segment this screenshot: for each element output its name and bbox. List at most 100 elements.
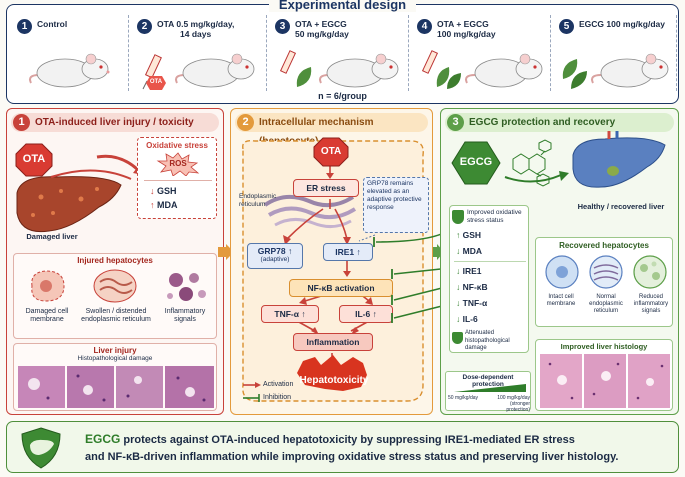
panel-1-title: OTA-induced liver injury / toxicity bbox=[35, 117, 194, 128]
cell-caption-normal-er: Normal endoplasmic reticulum bbox=[589, 294, 623, 314]
marker-il6: ↓ IL-6 bbox=[456, 314, 478, 324]
ros-label: ROS bbox=[169, 159, 187, 168]
legend-activation: Activation bbox=[263, 381, 294, 388]
improved-status-box: Improved oxidative stress status ↑ GSH ↓… bbox=[449, 205, 529, 353]
panel-intracellular-mechanism: 2 Intracellular mechanism (hepatocyte) bbox=[230, 108, 433, 415]
ros-burst-icon bbox=[156, 152, 200, 176]
design-title: Experimental design bbox=[7, 0, 678, 14]
group-2-ota: 2 OTA 0.5 mg/kg/day, 14 days OTA bbox=[131, 15, 267, 91]
grp78-note: GRP78 remains elevated as an adaptive pr… bbox=[363, 177, 429, 233]
tnf-alpha-node: TNF-α ↑ bbox=[261, 305, 319, 323]
damaged-histology-images bbox=[18, 366, 214, 408]
ota-stop-sign-icon bbox=[15, 143, 53, 177]
dose-low-label: 50 mg/kg/day bbox=[448, 395, 479, 401]
ire1-node: IRE1 ↑ bbox=[323, 243, 373, 261]
group-label: EGCG 100 mg/kg/day bbox=[579, 19, 665, 29]
improved-histology-images bbox=[540, 354, 670, 408]
gsh-decrease: ↓ GSH bbox=[150, 186, 177, 196]
intact-cell-icon bbox=[545, 255, 579, 289]
ota-sign-label: OTA bbox=[22, 153, 46, 165]
mda-increase: ↑ MDA bbox=[150, 200, 178, 210]
syringe-leaves-icon bbox=[421, 50, 461, 89]
healthy-liver-caption: Healthy / recovered liver bbox=[577, 202, 665, 211]
conclusion-line-2: and NF-κB-driven inflammation while impr… bbox=[85, 451, 619, 463]
group-3-ota-egcg-50: 3 OTA + EGCG 50 mg/kg/day bbox=[269, 15, 409, 91]
group-label: OTA + EGCG bbox=[295, 19, 347, 29]
panel-2-header: 2 Intracellular mechanism (hepatocyte) bbox=[235, 113, 428, 147]
marker-nfkb: ↓ NF-κB bbox=[456, 282, 488, 292]
improved-histology-box: Improved liver histology bbox=[535, 339, 673, 411]
rat-icon bbox=[175, 53, 255, 88]
panel-liver-injury: 1 OTA-induced liver injury / toxicity OT… bbox=[6, 108, 224, 415]
healthy-liver-icon bbox=[572, 131, 666, 188]
ota-badge-label: OTA bbox=[149, 79, 163, 85]
dose-title: Dose-dependent protection bbox=[462, 374, 514, 388]
shield-icon bbox=[452, 210, 464, 224]
inflammatory-signals-icon bbox=[167, 273, 206, 301]
syringe-icon bbox=[142, 54, 162, 90]
syringe-leaf-icon bbox=[279, 50, 312, 87]
marker-ire1: ↓ IRE1 bbox=[456, 266, 482, 276]
cell-caption-reduced-inflammation: Reduced inflammatory signals bbox=[633, 294, 669, 314]
group-number: 3 bbox=[275, 19, 290, 34]
cell-caption-inflammatory: Inflammatory signals bbox=[164, 308, 206, 323]
cell-caption-intact-membrane: Intact cell membrane bbox=[546, 294, 576, 307]
divider bbox=[144, 180, 212, 181]
group-number: 1 bbox=[17, 19, 32, 34]
group-number: 2 bbox=[137, 19, 152, 34]
divider bbox=[454, 261, 526, 262]
recovered-hepatocytes-title: Recovered hepatocytes bbox=[559, 241, 649, 250]
attenuated-damage-label: Attenuated histopathological damage bbox=[465, 330, 510, 351]
il6-node: IL-6 ↑ bbox=[339, 305, 393, 323]
group-number: 4 bbox=[417, 19, 432, 34]
oxidative-stress-box: Oxidative stress ROS ↓ GSH ↑ MDA bbox=[137, 137, 217, 219]
rat-icon bbox=[591, 53, 669, 88]
marker-mda: ↓ MDA bbox=[456, 246, 482, 256]
panel-2-number: 2 bbox=[237, 114, 254, 131]
group-number: 5 bbox=[559, 19, 574, 34]
rat-icon bbox=[29, 53, 110, 88]
liver-shield-icon bbox=[21, 427, 61, 469]
experimental-design-panel: Experimental design 1 Control 2 OTA 0.5 … bbox=[6, 0, 679, 104]
arrow-to-healthy-liver bbox=[504, 171, 569, 183]
liver-injury-title: Liver injury bbox=[93, 346, 137, 355]
rat-icon bbox=[319, 53, 399, 88]
cell-caption-er: Swollen / distended endoplasmic reticulu… bbox=[81, 308, 151, 323]
group-sublabel: 100 mg/kg/day bbox=[437, 29, 496, 39]
damaged-liver-icon bbox=[16, 169, 132, 233]
group-4-ota-egcg-100: 4 OTA + EGCG 100 mg/kg/day bbox=[411, 15, 551, 91]
ota-badge-icon bbox=[146, 76, 166, 90]
legend-inhibition: Inhibition bbox=[263, 394, 292, 401]
improved-histology-title: Improved liver histology bbox=[560, 342, 648, 351]
dose-high-label: 100 mg/kg/day (stronger protection) bbox=[497, 395, 530, 413]
ota-sign-label: OTA bbox=[320, 146, 342, 157]
injured-hepatocytes-box: Injured hepatocytes Damaged cell membran… bbox=[13, 253, 217, 339]
panel-3-number: 3 bbox=[447, 114, 464, 131]
inflammation-node: Inflammation bbox=[293, 333, 373, 351]
conclusion-banner: EGCG protects against OTA-induced hepato… bbox=[6, 421, 679, 473]
group-label: OTA 0.5 mg/kg/day, bbox=[157, 19, 235, 29]
green-tea-leaves-icon bbox=[562, 59, 587, 89]
reduced-inflammation-cell-icon bbox=[633, 255, 667, 289]
liver-injury-box: Liver injury Histopathological damage bbox=[13, 343, 217, 411]
panel-3-title: EGCG protection and recovery bbox=[469, 117, 616, 128]
oxidative-stress-title: Oxidative stress bbox=[146, 141, 208, 150]
damaged-membrane-cell-icon bbox=[31, 270, 65, 302]
liver-injury-subtitle: Histopathological damage bbox=[77, 355, 153, 362]
cell-caption-membrane: Damaged cell membrane bbox=[25, 308, 69, 323]
conclusion-lead: EGCG bbox=[85, 432, 121, 446]
er-stress-node: ER stress bbox=[293, 179, 359, 197]
group-label: Control bbox=[37, 19, 68, 29]
hepatotoxicity-label: Hepatotoxicity bbox=[299, 375, 369, 386]
panel-3-header: 3 EGCG protection and recovery bbox=[445, 113, 674, 132]
conclusion-line-1: protects against OTA-induced hepatotoxic… bbox=[120, 434, 575, 446]
group-1-control: 1 Control bbox=[11, 15, 129, 91]
marker-tnf: ↓ TNF-α bbox=[456, 298, 488, 308]
ota-stop-sign-icon bbox=[313, 137, 349, 167]
panel-egcg-protection: 3 EGCG protection and recovery EGCG Heal… bbox=[440, 108, 679, 415]
er-label: Endoplasmic reticulum bbox=[239, 193, 277, 208]
marker-gsh: ↑ GSH bbox=[456, 230, 482, 240]
recovered-hepatocytes-box: Recovered hepatocytes Intact cell membra… bbox=[535, 237, 673, 327]
panel-1-header: 1 OTA-induced liver injury / toxicity bbox=[11, 113, 219, 132]
group-sublabel: 50 mg/kg/day bbox=[295, 29, 349, 39]
